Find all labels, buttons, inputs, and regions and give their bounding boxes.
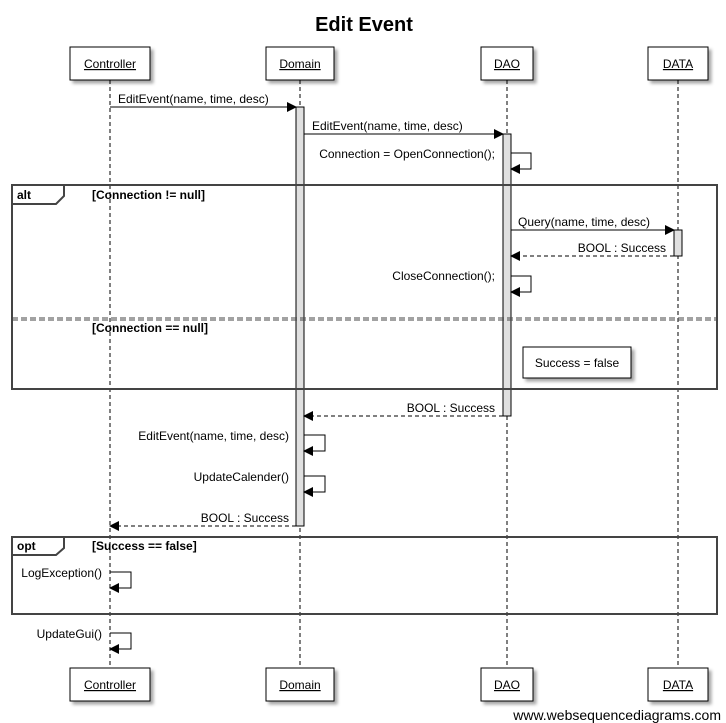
participant-label-dao: DAO [494,57,520,71]
participants-bottom: Controller Domain DAO DATA [69,667,709,702]
alt-tag-box [12,184,65,205]
alt-fragment: alt [Connection != null] [Connection == … [11,184,718,390]
opt-tag: opt [17,539,36,553]
participant-label-domain-bottom: Domain [279,678,320,692]
diagram-title: Edit Event [315,14,413,36]
activations [295,106,683,527]
message-label-edit-event-3: EditEvent(name, time, desc) [138,429,289,443]
opt-frame [11,536,718,615]
message-label-update-calender: UpdateCalender() [194,470,289,484]
participant-box-controller [69,46,151,81]
note: Success = false [522,346,632,379]
participant-box-domain [265,46,335,81]
message-label-query: Query(name, time, desc) [518,215,650,229]
participant-label-data-bottom: DATA [663,678,693,692]
participant-label-data: DATA [663,57,693,71]
message-label-edit-event-1: EditEvent(name, time, desc) [118,92,269,106]
participant-label-controller-bottom: Controller [84,678,136,692]
participant-label-domain: Domain [279,57,320,71]
participant-box-domain-bottom [265,667,335,702]
watermark: www.websequencediagrams.com [512,707,721,723]
participant-box-data-bottom [647,667,709,702]
alt-condition-1: [Connection != null] [92,188,205,202]
participant-box-dao [480,46,534,81]
message-arrow-update-calender [303,475,326,497]
alt-condition-2: [Connection == null] [92,321,208,335]
message-label-edit-event-2: EditEvent(name, time, desc) [312,119,463,133]
message-arrow-open-connection [510,152,532,174]
message-arrow-domain-edit-event [303,434,326,456]
participant-box-controller-bottom [69,667,151,702]
message-arrow-update-gui [109,632,132,654]
participant-box-data [647,46,709,81]
message-label-log-exception: LogException() [21,566,102,580]
message-label-close-connection: CloseConnection(); [392,269,495,283]
message-label-update-gui: UpdateGui() [37,627,102,641]
alt-tag: alt [17,188,31,202]
note-box [522,346,632,379]
messages: EditEvent(name, time, desc) EditEvent(na… [21,92,675,654]
activation-dao [502,133,512,417]
opt-tag-box [12,536,65,556]
note-text: Success = false [535,356,620,370]
opt-fragment: opt [Success == false] [11,536,718,615]
message-label-return-3: BOOL : Success [201,511,289,525]
message-label-return-1: BOOL : Success [578,241,666,255]
activation-domain [295,106,305,527]
participant-label-dao-bottom: DAO [494,678,520,692]
message-label-open-connection: Connection = OpenConnection(); [319,147,495,161]
participant-label-controller: Controller [84,57,136,71]
participants-top: Controller Domain DAO DATA [69,46,709,81]
message-arrow-log-exception [109,571,132,593]
activation-data [673,229,683,257]
opt-condition: [Success == false] [92,539,197,553]
message-label-return-2: BOOL : Success [407,401,495,415]
participant-box-dao-bottom [480,667,534,702]
message-arrow-close-connection [510,275,532,297]
alt-frame [11,184,718,390]
